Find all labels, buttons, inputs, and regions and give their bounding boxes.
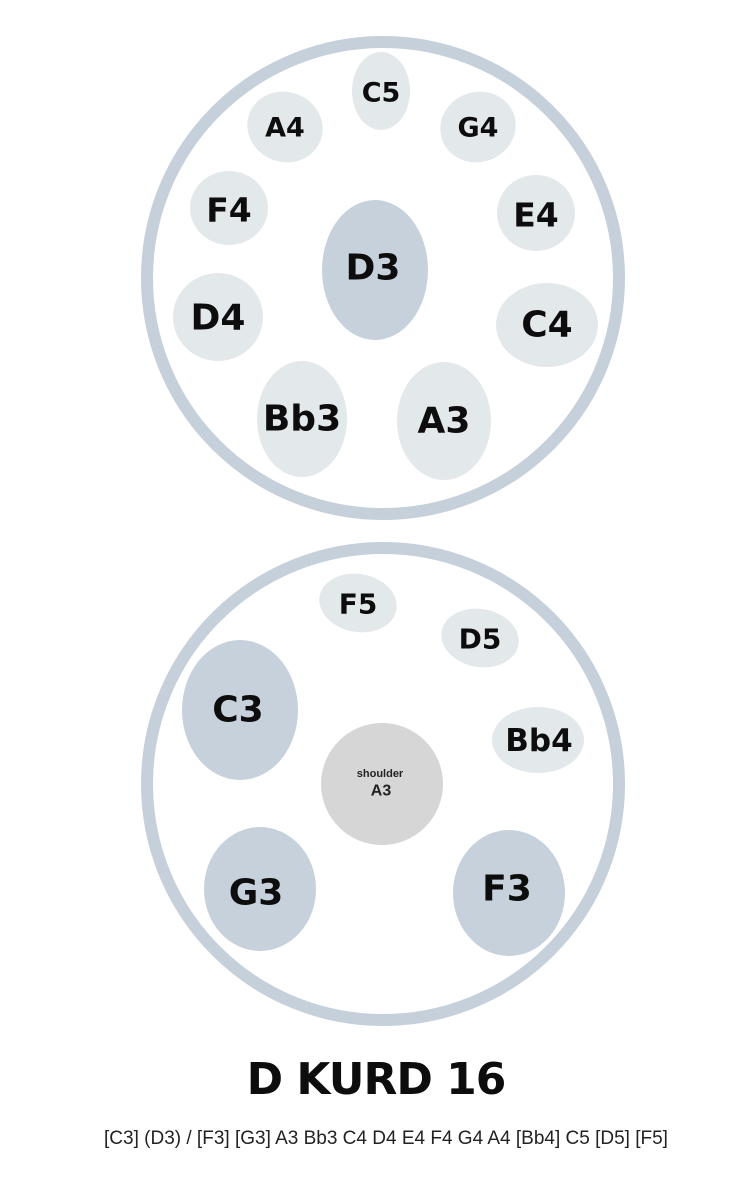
handpan-diagram: C5 A4 G4 F4 E4 D3 D4 C4: [141, 36, 625, 1026]
note-label: A4: [265, 113, 305, 144]
note-label: E4: [513, 196, 559, 235]
note-label: G3: [229, 873, 284, 914]
tone-field-c3[interactable]: C3: [182, 640, 298, 780]
note-label: C3: [212, 690, 263, 731]
tone-field-d4[interactable]: D4: [173, 273, 263, 361]
note-label: Bb3: [263, 399, 341, 440]
tone-field-d5[interactable]: D5: [437, 603, 524, 674]
shoulder-caption: shoulder: [357, 768, 404, 780]
tone-field-bb4[interactable]: Bb4: [492, 707, 584, 773]
shoulder-note-label: A3: [371, 783, 392, 800]
note-label: D4: [191, 298, 246, 339]
note-label: D5: [459, 623, 502, 656]
bottom-view: F5 D5 C3 Bb4 shoulder A3 G3 F3: [141, 542, 625, 1026]
note-label: F4: [206, 191, 252, 230]
tone-field-f5[interactable]: F5: [315, 568, 402, 639]
note-label: A3: [418, 401, 471, 442]
note-label: D3: [346, 248, 401, 289]
scale-notation: [C3] (D3) / [F3] [G3] A3 Bb3 C4 D4 E4 F4…: [104, 1128, 668, 1149]
note-label: F3: [482, 869, 532, 910]
tone-field-d3-ding[interactable]: D3: [322, 200, 428, 340]
scale-title: D KURD 16: [246, 1054, 507, 1105]
tone-field-a4[interactable]: A4: [237, 81, 332, 173]
note-label: F5: [339, 588, 378, 621]
note-label: Bb4: [505, 723, 572, 759]
tone-field-c4[interactable]: C4: [496, 283, 598, 367]
top-view: C5 A4 G4 F4 E4 D3 D4 C4: [141, 36, 625, 520]
tone-field-f4[interactable]: F4: [190, 171, 268, 245]
note-label: C5: [362, 78, 401, 109]
tone-field-bb3[interactable]: Bb3: [257, 361, 347, 477]
tone-field-g4[interactable]: G4: [430, 81, 525, 173]
note-label: C4: [521, 305, 572, 346]
tone-field-c5[interactable]: C5: [352, 52, 410, 130]
tone-field-g3[interactable]: G3: [204, 827, 316, 951]
note-label: G4: [458, 113, 499, 144]
tone-field-a3[interactable]: A3: [397, 362, 491, 480]
shoulder-note[interactable]: shoulder A3: [321, 723, 443, 845]
tone-field-f3[interactable]: F3: [453, 830, 565, 956]
tone-field-e4[interactable]: E4: [497, 175, 575, 251]
